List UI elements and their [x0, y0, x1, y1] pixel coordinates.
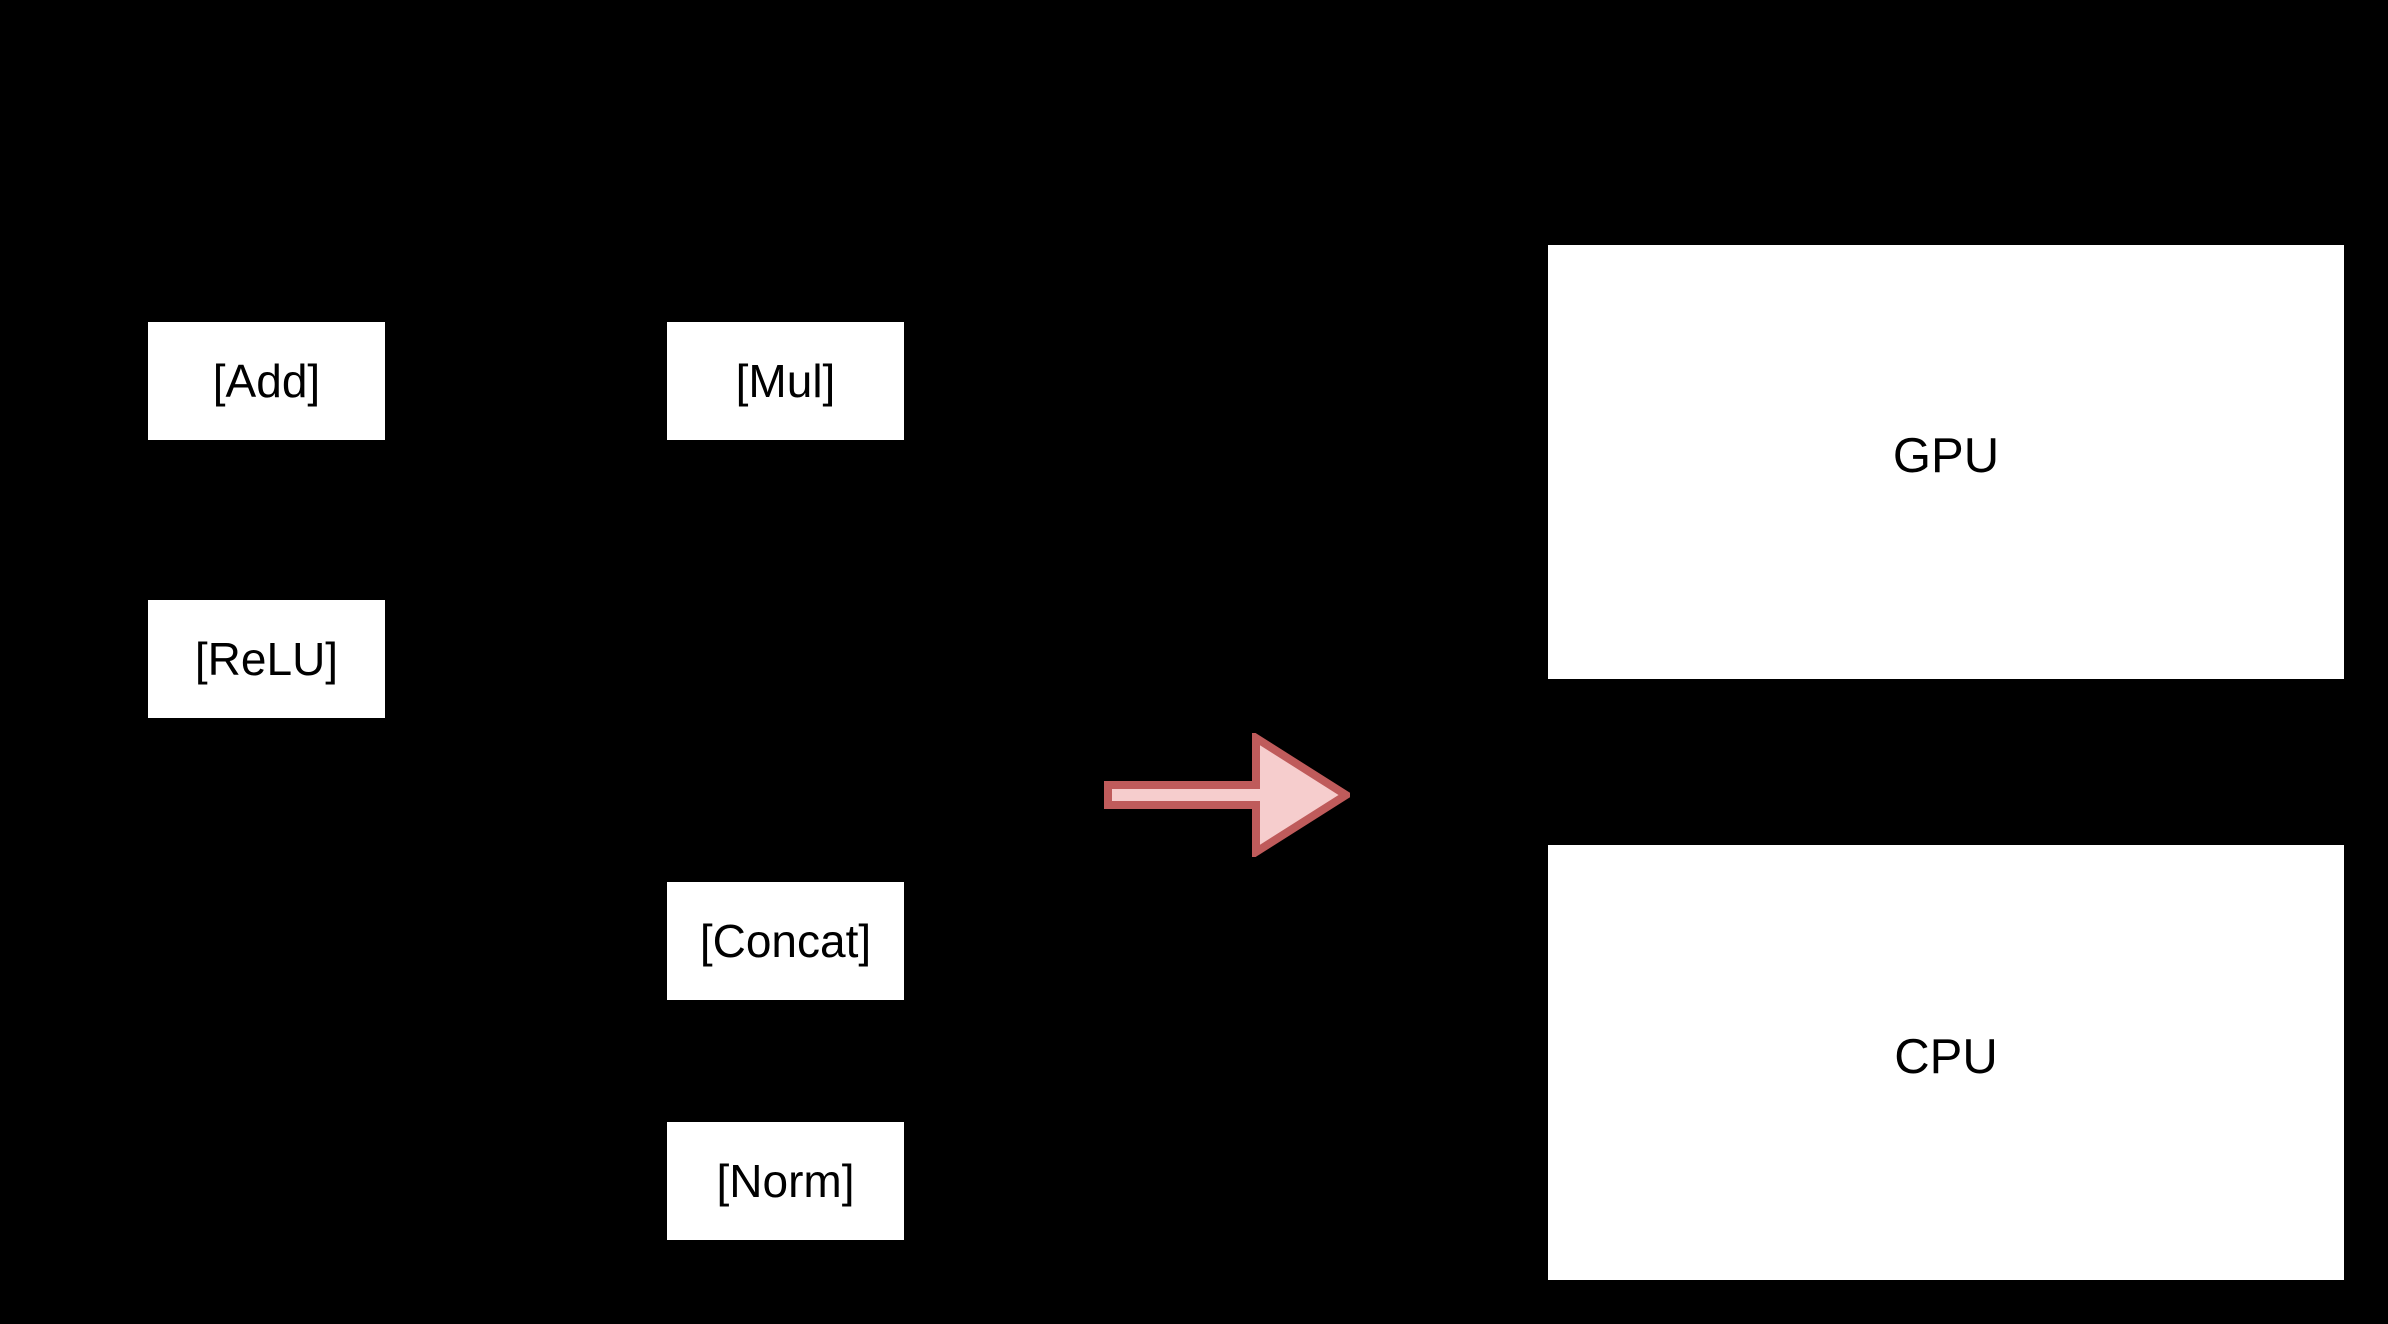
op-box-relu[interactable]: [ReLU]	[148, 600, 385, 718]
op-box-label: [Add]	[212, 355, 321, 407]
op-box-label: [Norm]	[716, 1155, 855, 1207]
target-box-label: CPU	[1894, 1030, 1998, 1084]
target-box-gpu[interactable]: GPU	[1548, 245, 2344, 679]
op-box-mul[interactable]: [Mul]	[667, 322, 904, 440]
op-box-concat[interactable]: [Concat]	[667, 882, 904, 1000]
right-arrow-icon	[1104, 733, 1350, 857]
op-box-add[interactable]: [Add]	[148, 322, 385, 440]
op-box-label: [Mul]	[735, 355, 836, 407]
op-box-label: [Concat]	[699, 915, 872, 967]
target-box-cpu[interactable]: CPU	[1548, 845, 2344, 1280]
target-box-label: GPU	[1892, 429, 2000, 483]
op-box-label: [ReLU]	[194, 633, 339, 685]
op-box-norm[interactable]: [Norm]	[667, 1122, 904, 1240]
